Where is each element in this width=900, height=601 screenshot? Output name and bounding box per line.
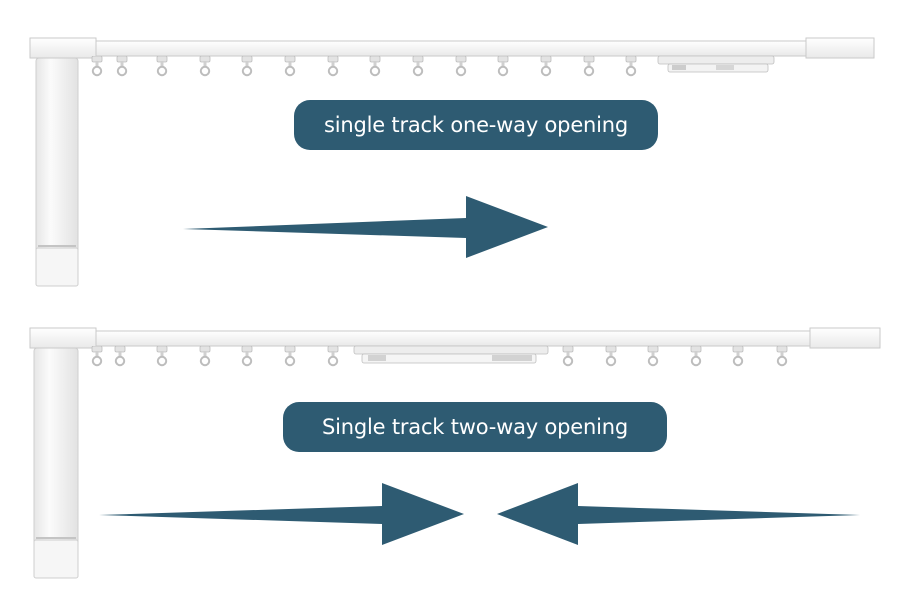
arrow-right-icon [99,483,464,545]
curtain-runner-icon [540,56,552,77]
curtain-runner-icon [369,56,381,77]
curtain-runner-icon [497,56,509,77]
curtain-runner-icon [647,346,659,367]
curtain-runner-icon [91,346,103,367]
arrow-left-icon [497,483,860,545]
one-way-panel [29,37,875,287]
curtain-runner-icon [690,346,702,367]
curtain-runner-icon [284,56,296,77]
curtain-runner-icon [562,346,574,367]
curtain-runner-icon [605,346,617,367]
curtain-runner-icon [455,56,467,77]
two-way-opening-label: Single track two-way opening [283,402,667,452]
curtain-runner-icon [776,346,788,367]
curtain-runner-icon [241,56,253,77]
curtain-runner-icon [156,56,168,77]
master-carriage [353,345,549,364]
curtain-runner-icon [412,56,424,77]
two-way-panel [29,327,881,579]
curtain-runner-icon [284,346,296,367]
curtain-runner-icon [583,56,595,77]
curtain-track-rail [29,327,881,349]
curtain-runner-icon [114,346,126,367]
curtain-runner-icon [156,346,168,367]
curtain-runner-icon [199,346,211,367]
master-carriage [657,55,775,73]
curtain-runner-icon [199,56,211,77]
arrow-right-icon [183,196,548,258]
one-way-opening-label: single track one-way opening [294,100,658,150]
curtain-runner-icon [241,346,253,367]
curtain-runner-icon [625,56,637,77]
curtain-runner-icon [327,346,339,367]
motor-housing-icon [35,57,79,287]
curtain-runner-icon [327,56,339,77]
curtain-runner-icon [732,346,744,367]
curtain-runner-icon [116,56,128,77]
curtain-runner-icon [91,56,103,77]
motor-housing-icon [33,347,79,579]
curtain-track-rail [29,37,875,59]
runner-row [91,56,637,77]
